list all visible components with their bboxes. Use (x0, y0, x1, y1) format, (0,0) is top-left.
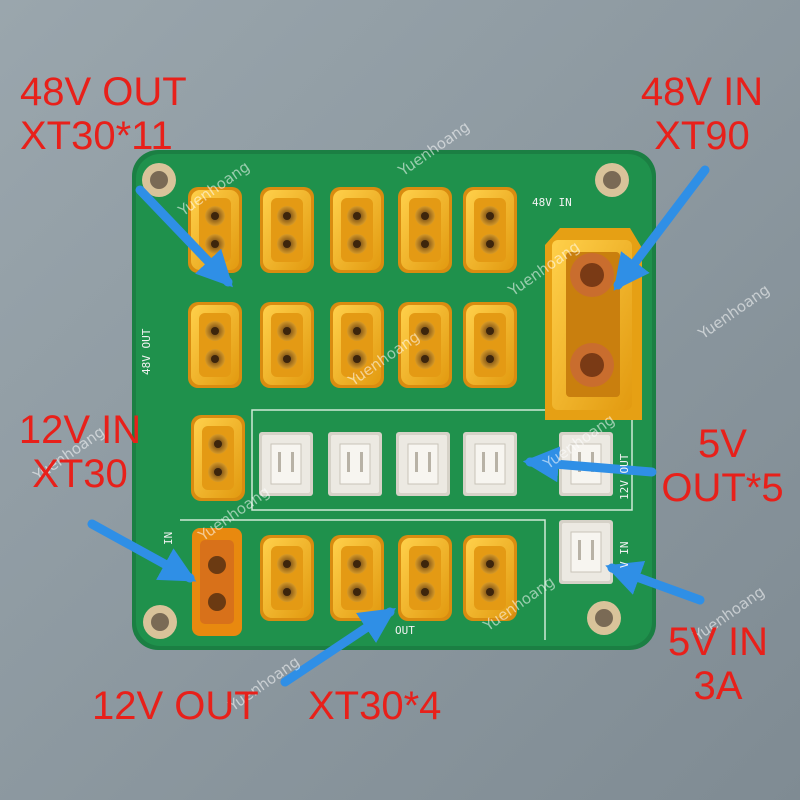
label-5v-out: 5V OUT*5 (655, 422, 790, 510)
silk-5v-in: V IN (618, 541, 631, 569)
xt30-connector (330, 302, 384, 388)
annotation-arrows (87, 165, 710, 687)
arrow-48v-in (613, 165, 710, 291)
label-5v-in-line2: 3A (693, 664, 743, 708)
jst-connector (559, 520, 613, 584)
xt30-connectors (188, 187, 517, 621)
arrow-12v-out (280, 607, 396, 687)
label-12v-out: 12V OUT (92, 684, 259, 728)
silk-5v-out: 12V OUT (618, 453, 631, 500)
xt30-connector (260, 302, 314, 388)
arrow-48v-out (135, 185, 233, 288)
label-12v-in-line2: XT30 (32, 452, 128, 496)
silk-48v-in: 48V IN (532, 196, 572, 209)
label-48v-in-line1: 48V IN (640, 70, 764, 114)
label-12v-in: 12V IN XT30 (5, 408, 155, 496)
silk-48v-out: 48V OUT (140, 328, 153, 375)
arrow-5v-in (605, 560, 705, 605)
jst-connector (396, 432, 450, 496)
jst-connector (259, 432, 313, 496)
label-5v-in: 5V IN 3A (648, 620, 788, 708)
label-48v-out: 48V OUT XT30*11 (20, 70, 187, 158)
arrow-12v-in (87, 519, 197, 583)
xt30-connector (398, 187, 452, 273)
xt30-connector (463, 187, 517, 273)
xt30-input-12v (192, 528, 242, 636)
jst-connector (463, 432, 517, 496)
silk-frame-5v (251, 409, 633, 511)
xt30-connector (260, 187, 314, 273)
silk-12v-in: IN (162, 531, 175, 545)
xt30-connector (463, 535, 517, 621)
label-5v-out-line1: 5V (698, 422, 747, 466)
label-5v-out-line2: OUT*5 (661, 466, 784, 510)
label-48v-in-line2: XT90 (654, 114, 750, 158)
xt30-connector (463, 302, 517, 388)
label-12v-in-line1: 12V IN (18, 408, 142, 452)
xt30-connector (330, 535, 384, 621)
jst-connector (328, 432, 382, 496)
xt30-connector (260, 535, 314, 621)
label-48v-in: 48V IN XT90 (622, 70, 782, 158)
pcb-board (132, 150, 656, 650)
label-48v-out-line2: XT30*11 (20, 114, 173, 158)
label-5v-in-line1: 5V IN (667, 620, 769, 664)
silk-frame-12v (180, 519, 546, 640)
mounting-hole (142, 163, 629, 639)
arrow-5v-out (522, 446, 657, 483)
jst-connectors (259, 432, 613, 584)
xt30-connector (188, 302, 242, 388)
xt30-connector (398, 302, 452, 388)
xt30-connector (191, 415, 245, 501)
label-48v-out-line1: 48V OUT (20, 70, 187, 114)
xt30-connector (398, 535, 452, 621)
silk-12v-out: OUT (395, 624, 415, 637)
xt30-connector (330, 187, 384, 273)
label-12v-out-count: XT30*4 (308, 684, 442, 728)
